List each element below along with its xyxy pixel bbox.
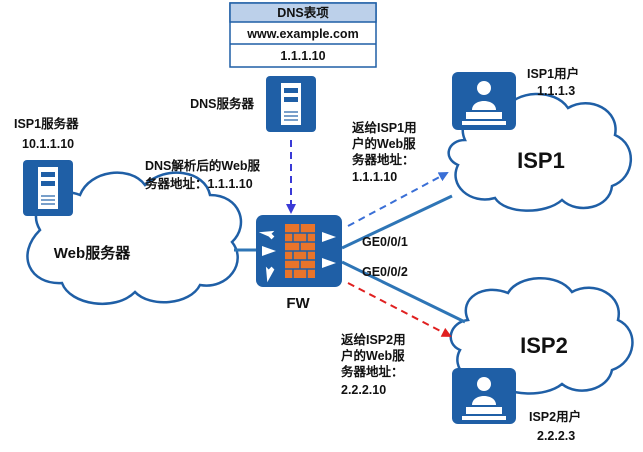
- web-cloud: [26, 171, 243, 306]
- firewall-icon: [256, 215, 342, 287]
- web-server-isp-label: ISP1服务器: [14, 116, 79, 131]
- web-server-icon: [23, 160, 73, 216]
- isp2-user-label: ISP2用户: [529, 409, 581, 424]
- interface-ge2: GE0/0/2: [362, 265, 408, 279]
- dns-table-title: DNS表项: [277, 5, 329, 20]
- isp1-user-label: ISP1用户: [527, 66, 579, 81]
- link-fw-isp2: [341, 260, 466, 324]
- isp1-return-note-2: 户的Web服: [352, 136, 416, 151]
- interface-ge1: GE0/0/1: [362, 235, 408, 249]
- isp2-return-note-4: 2.2.2.10: [341, 383, 386, 397]
- isp2-return-note-2: 户的Web服: [341, 348, 405, 363]
- isp1-cloud-label: ISP1: [517, 148, 565, 173]
- isp2-return-note-3: 务器地址：: [341, 364, 404, 379]
- isp1-user-ip: 1.1.1.3: [537, 84, 575, 98]
- isp2-user-icon: [452, 368, 516, 424]
- web-cloud-label: Web服务器: [54, 244, 131, 262]
- isp2-cloud-label: ISP2: [520, 333, 568, 358]
- dns-table-domain: www.example.com: [246, 27, 358, 41]
- dns-note-line1: DNS解析后的Web服: [145, 158, 261, 173]
- firewall-label: FW: [286, 295, 310, 312]
- isp2-user-ip: 2.2.2.3: [537, 429, 575, 443]
- isp1-return-note-1: 返给ISP1用: [352, 120, 417, 135]
- dns-table-ip: 1.1.1.10: [280, 49, 325, 63]
- web-server-ip: 10.1.1.10: [22, 137, 74, 151]
- isp1-return-note-4: 1.1.1.10: [352, 170, 397, 184]
- isp1-user-icon: [452, 72, 516, 130]
- isp2-return-note-1: 返给ISP2用: [341, 332, 406, 347]
- link-fw-isp1: [341, 194, 453, 250]
- isp1-return-arrow: [347, 172, 449, 227]
- dns-server-label: DNS服务器: [190, 96, 254, 111]
- dns-table: DNS表项 www.example.com 1.1.1.10: [229, 2, 377, 68]
- isp1-return-note-3: 务器地址：: [352, 152, 415, 167]
- dns-note-line2: 务器地址：1.1.1.10: [145, 176, 253, 191]
- dns-server-icon: [266, 76, 316, 132]
